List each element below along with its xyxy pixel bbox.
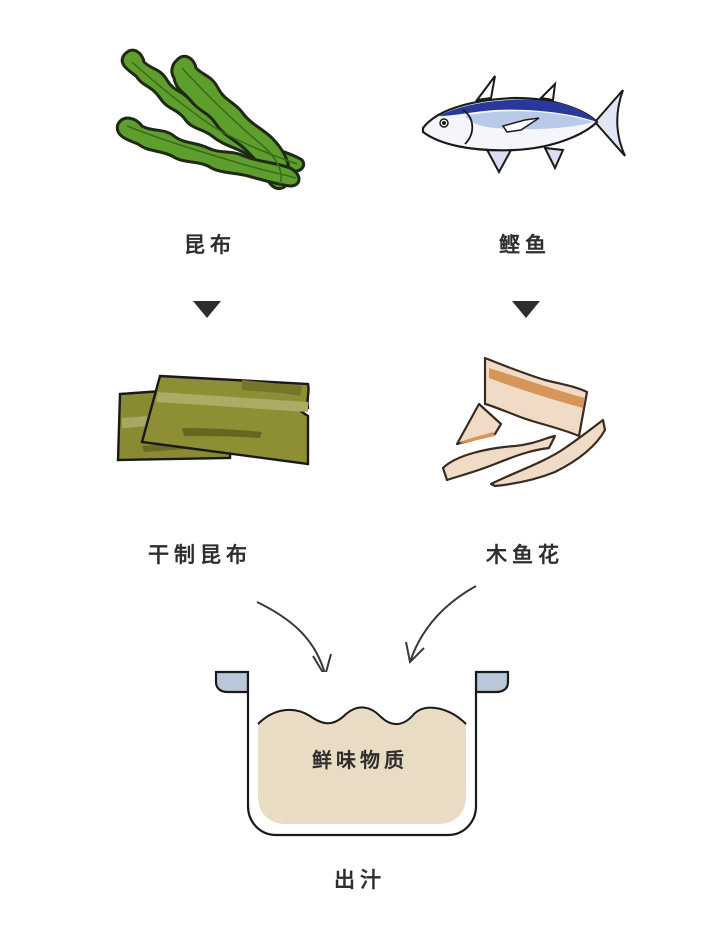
curved-arrow-right-icon: [405, 585, 477, 665]
bonito-flakes-label: 木鱼花: [486, 543, 564, 567]
kelp-icon: [115, 48, 306, 190]
dried-kelp-icon: [116, 374, 310, 466]
dashi-label: 出汁: [334, 868, 386, 892]
arrow-down-icon: [193, 301, 221, 318]
arrow-down-icon: [512, 301, 540, 318]
pot-content-label: 鲜味物质: [312, 748, 408, 772]
dried-kelp-label: 干制昆布: [148, 543, 252, 567]
pot-icon: [214, 670, 510, 837]
bonito-flakes-icon: [441, 356, 607, 488]
bonito-fish-icon: [421, 75, 626, 175]
kelp-label: 昆布: [184, 233, 236, 257]
curved-arrow-left-icon: [256, 601, 332, 679]
bonito-label: 鲣鱼: [499, 233, 551, 257]
